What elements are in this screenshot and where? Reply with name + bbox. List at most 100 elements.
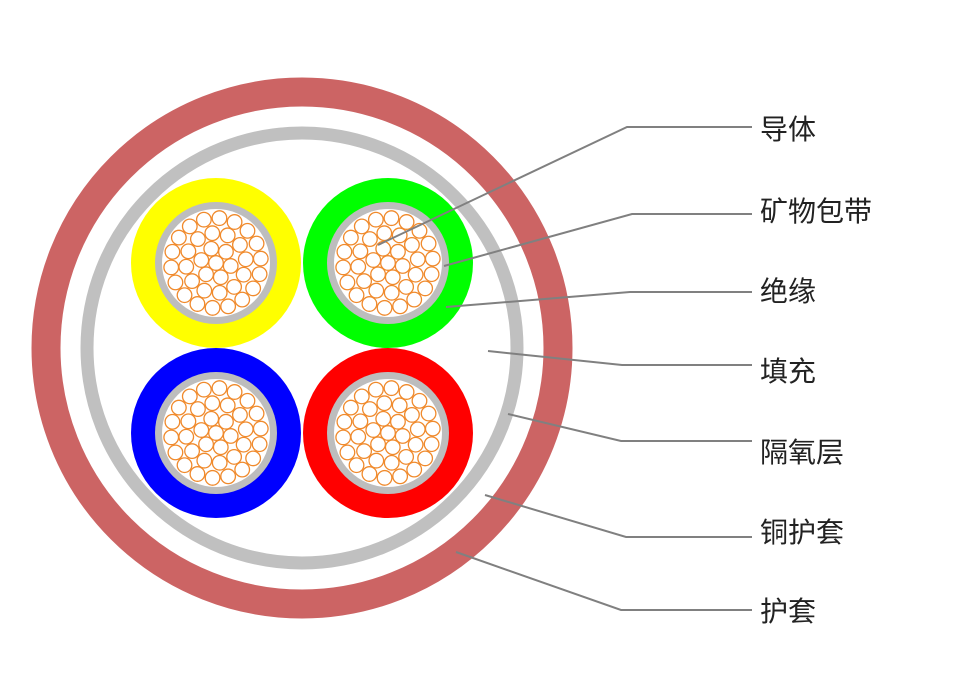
conductor-strand (226, 278, 243, 295)
label-oxygen-barrier: 隔氧层 (760, 436, 845, 469)
conductor-strand (350, 428, 367, 445)
leader-line (377, 126, 752, 246)
conductor-strand (222, 258, 239, 274)
conductor-strand (420, 235, 437, 252)
conductor-strand (248, 235, 265, 252)
conductor-strand (170, 399, 187, 416)
leader-line (487, 350, 752, 366)
conductor-strand (352, 243, 369, 260)
conductor-strand (398, 278, 415, 295)
conductor-strand (380, 425, 396, 441)
conductor-strand (417, 450, 434, 467)
conductor-strand (350, 258, 367, 275)
conductor-strand (383, 454, 400, 471)
conductor-strand (336, 243, 353, 260)
conductor-strand (367, 381, 384, 398)
conductor-strand (383, 284, 400, 301)
outer-sheath-ring (31, 77, 573, 619)
conductor-strand (252, 420, 269, 437)
conductor-strand (417, 280, 434, 297)
conductor-strand (219, 227, 236, 244)
conductor-strand (370, 436, 387, 453)
conductor-strand (208, 255, 224, 271)
conductor-strand (407, 266, 424, 283)
conductor-strand (220, 468, 237, 485)
conductor-strand (164, 413, 181, 430)
conductor-strand (239, 222, 256, 239)
label-conductor: 导体 (760, 113, 817, 146)
conductor-strand (234, 291, 251, 308)
conductor-strand (170, 229, 187, 246)
conductor-strand (389, 413, 406, 430)
conductor-strand (211, 210, 228, 227)
conductor-strand (352, 413, 369, 430)
conductor-strand (383, 380, 400, 397)
conductor-strand (411, 392, 428, 409)
conductor-strand (368, 452, 385, 469)
conductor-strand (167, 274, 184, 291)
conductor-strand (203, 410, 220, 427)
conductor-strand (353, 388, 370, 405)
conductor-strand (212, 269, 229, 286)
conductor-strand (178, 428, 195, 445)
label-mineral-tape: 矿物包带 (760, 195, 873, 228)
conductor-strand (389, 243, 406, 260)
conductor-strand (181, 218, 198, 235)
conductor-strand (380, 255, 396, 271)
conductor-strand (226, 448, 243, 465)
conductor-strand (368, 282, 385, 299)
conductor-strand (198, 436, 215, 453)
conductor-strand (196, 282, 213, 299)
conductor-strand (376, 225, 393, 242)
conductor-strand (234, 461, 251, 478)
conductor-strand (196, 452, 213, 469)
conductor-strand (204, 469, 221, 486)
conductor-strand (211, 380, 228, 397)
conductor-strand (239, 392, 256, 409)
conductor-strand (403, 236, 420, 253)
conductor-strand (180, 243, 197, 260)
conductor-strand (356, 273, 373, 290)
conductor-strand (361, 296, 378, 312)
conductor-strand (198, 266, 215, 283)
conductor-strand (361, 231, 378, 248)
conductor-strand (226, 384, 243, 400)
conductor-strand (375, 410, 392, 427)
leader-line (445, 291, 752, 308)
conductor-strand (356, 443, 373, 460)
conductor-strand (394, 428, 411, 444)
conductor-strand (342, 399, 359, 416)
conductor-strand (211, 284, 228, 301)
conductor-strand (365, 252, 382, 268)
conductor-strand (231, 406, 248, 423)
conductor-strand (376, 299, 393, 316)
conductor-strand (348, 287, 365, 304)
conductor-strand (189, 296, 206, 312)
conductor-strand (237, 421, 254, 438)
conductor-strand (353, 218, 370, 235)
conductor-strand (339, 444, 356, 461)
conductor-strand (212, 439, 229, 456)
conductor-strand (384, 439, 401, 456)
conductor-strand (195, 381, 212, 398)
leader-line (443, 213, 752, 267)
conductor-strand (226, 214, 243, 230)
leader-line (484, 494, 752, 538)
conductor-strand (335, 259, 352, 276)
conductor-strand (335, 429, 352, 446)
conductor-strand (181, 388, 198, 405)
conductor-strand (424, 420, 441, 437)
conductor-strand (423, 436, 440, 453)
conductor-strand (424, 250, 441, 267)
leader-line (507, 413, 752, 442)
conductor-strand (195, 211, 212, 228)
conductor-strand (407, 436, 424, 453)
conductor-strand (178, 258, 195, 275)
label-copper-sheath: 铜护套 (760, 516, 845, 549)
conductor-strand (237, 251, 254, 268)
conductor-strand (204, 395, 221, 412)
conductor-strand (370, 266, 387, 283)
conductor-strand (211, 454, 228, 471)
